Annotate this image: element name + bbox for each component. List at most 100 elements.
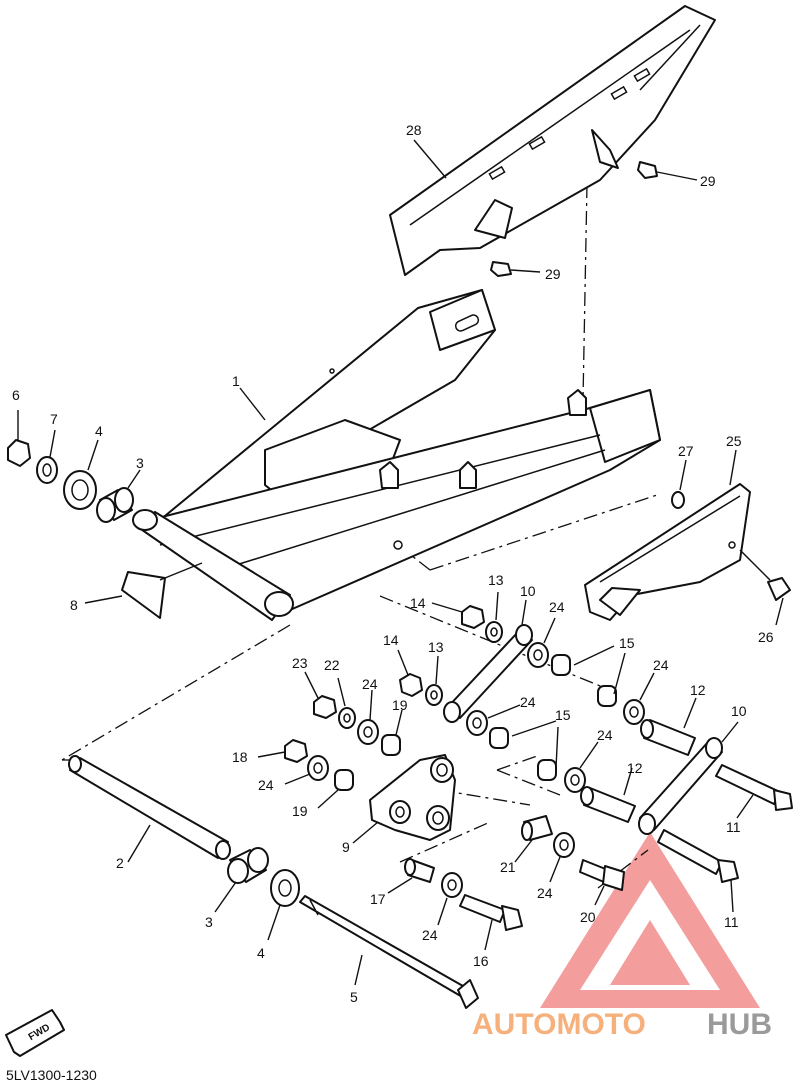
callout-3: 3 xyxy=(205,914,213,930)
oil-seal xyxy=(357,689,379,745)
callout-24: 24 xyxy=(422,927,438,943)
callout-1: 1 xyxy=(232,373,240,389)
callout-6: 6 xyxy=(12,387,20,403)
relay-rod xyxy=(638,721,739,835)
bolt xyxy=(490,261,541,277)
relay-arm xyxy=(352,754,456,844)
callout-4: 4 xyxy=(95,423,103,439)
leader-line xyxy=(413,139,447,179)
callout-12: 12 xyxy=(627,760,643,776)
oil-seal xyxy=(623,672,655,725)
diagram-code: 5LV1300-1230 xyxy=(6,1067,97,1083)
callout-20: 20 xyxy=(580,909,596,925)
washer xyxy=(36,429,58,484)
nut xyxy=(397,649,423,697)
chain-guard xyxy=(584,449,751,621)
callout-24: 24 xyxy=(653,657,669,673)
callout-24: 24 xyxy=(549,599,565,615)
oil-seal xyxy=(564,741,599,793)
callout-17: 17 xyxy=(370,891,386,907)
collar xyxy=(671,459,687,509)
bearing xyxy=(489,720,557,749)
callout-11: 11 xyxy=(726,819,741,835)
callout-24: 24 xyxy=(362,676,378,692)
callout-24: 24 xyxy=(520,694,536,710)
oil-seal xyxy=(466,704,521,736)
callout-28: 28 xyxy=(406,122,422,138)
bolt xyxy=(637,161,698,181)
callout-21: 21 xyxy=(500,859,516,875)
callout-8: 8 xyxy=(70,597,78,613)
oil-seal xyxy=(549,832,575,883)
washer xyxy=(425,655,443,706)
bolt xyxy=(715,764,793,819)
nut xyxy=(431,602,485,629)
callout-24: 24 xyxy=(537,885,553,901)
collar xyxy=(514,815,553,863)
callout-7: 7 xyxy=(50,411,58,427)
callout-5: 5 xyxy=(350,989,358,1005)
washer xyxy=(485,591,503,643)
callouts: 1 2 3 3 4 4 5 6 7 8 9 10 10 11 11 12 12 … xyxy=(12,122,774,1005)
bearing xyxy=(317,769,354,809)
oil-seal xyxy=(63,439,99,510)
fwd-arrow-icon: FWD xyxy=(5,1009,65,1057)
nut xyxy=(7,410,31,467)
callout-29: 29 xyxy=(545,266,561,282)
watermark-logo xyxy=(540,832,760,1008)
oil-seal xyxy=(284,755,329,785)
callout-16: 16 xyxy=(473,953,489,969)
bearing xyxy=(551,645,615,676)
callout-27: 27 xyxy=(678,443,694,459)
callout-12: 12 xyxy=(690,682,706,698)
callout-23: 23 xyxy=(292,655,308,671)
washer xyxy=(337,677,356,729)
collar xyxy=(580,767,636,823)
bearing xyxy=(597,652,626,707)
callout-18: 18 xyxy=(232,749,248,765)
callout-13: 13 xyxy=(428,639,444,655)
callout-14: 14 xyxy=(410,595,426,611)
callout-29: 29 xyxy=(700,173,716,189)
cover xyxy=(84,562,203,619)
callout-11: 11 xyxy=(724,914,739,930)
bearing xyxy=(214,847,269,913)
callout-9: 9 xyxy=(342,839,350,855)
oil-seal xyxy=(527,617,556,668)
watermark-text: AUTOMOTO HUB xyxy=(472,1008,772,1041)
chain-case xyxy=(389,5,716,276)
nut xyxy=(257,739,308,763)
callout-2: 2 xyxy=(116,855,124,871)
callout-3: 3 xyxy=(136,455,144,471)
callout-24: 24 xyxy=(597,727,613,743)
watermark-text-secondary: HUB xyxy=(707,1008,772,1041)
collar xyxy=(640,697,697,756)
callout-24: 24 xyxy=(258,777,274,793)
callout-15: 15 xyxy=(619,635,635,651)
callout-19: 19 xyxy=(392,697,408,713)
leader-line xyxy=(239,387,266,421)
pivot-bolt xyxy=(299,895,479,1009)
callout-15: 15 xyxy=(555,707,571,723)
pivot-boss xyxy=(132,509,294,621)
collar xyxy=(387,858,435,894)
swingarm xyxy=(149,289,661,611)
oil-seal xyxy=(267,869,300,941)
bolt xyxy=(739,549,791,626)
bolt xyxy=(459,894,523,951)
callout-4: 4 xyxy=(257,945,265,961)
callout-13: 13 xyxy=(488,572,504,588)
oil-seal xyxy=(437,872,463,926)
bolt xyxy=(657,829,739,913)
callout-19: 19 xyxy=(292,803,308,819)
relay-rod xyxy=(443,599,533,723)
callout-10: 10 xyxy=(731,703,747,719)
callout-14: 14 xyxy=(383,632,399,648)
watermark-text-primary: AUTOMOTO xyxy=(472,1008,646,1041)
callout-22: 22 xyxy=(324,657,340,673)
callout-25: 25 xyxy=(726,433,742,449)
bolt xyxy=(579,859,625,906)
nut xyxy=(304,671,337,719)
bearing xyxy=(96,469,141,523)
